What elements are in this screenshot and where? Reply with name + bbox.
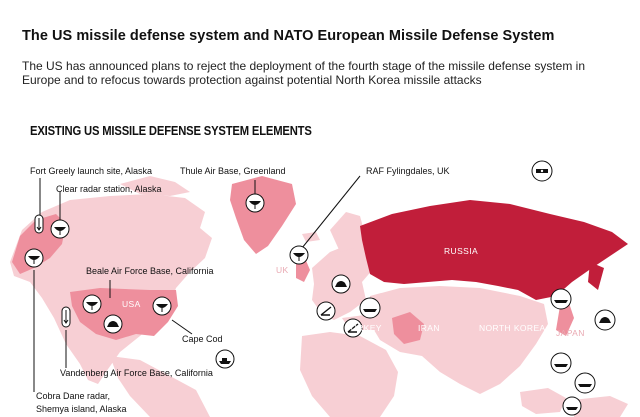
navy-ship-icon[interactable] xyxy=(359,297,381,319)
navy-ship-icon[interactable] xyxy=(215,349,235,369)
label-cobra-dane: Cobra Dane radar, xyxy=(36,391,111,401)
country-label-iran: IRAN xyxy=(418,323,440,333)
navy-ship-icon[interactable] xyxy=(574,372,596,394)
radar-dish-icon[interactable] xyxy=(152,296,172,316)
label-thule: Thule Air Base, Greenland xyxy=(180,166,286,176)
radar-dish-icon[interactable] xyxy=(50,219,70,239)
navy-ship-icon[interactable] xyxy=(550,288,572,310)
page-subtitle: The US has announced plans to reject the… xyxy=(22,59,585,87)
navy-ship-icon[interactable] xyxy=(562,396,582,416)
label-cobra-dane-location: Shemya island, Alaska xyxy=(36,404,127,414)
country-label-north-korea: NORTH KOREA xyxy=(479,323,546,333)
south-america-landmass xyxy=(110,356,210,417)
navy-ship-icon[interactable] xyxy=(550,352,572,374)
missile-launcher-icon[interactable] xyxy=(343,318,363,338)
radar-dish-icon[interactable] xyxy=(82,294,102,314)
country-label-turkey: TURKEY xyxy=(345,323,382,333)
arctic-islands-landmass xyxy=(120,176,190,196)
iran-landmass xyxy=(392,312,424,344)
radar-dish-icon[interactable] xyxy=(245,193,265,213)
missile-interceptor-icon[interactable] xyxy=(31,214,47,234)
label-cape-cod: Cape Cod xyxy=(182,334,223,344)
missile-launcher-icon[interactable] xyxy=(316,301,336,321)
country-label-usa: USA xyxy=(122,299,141,309)
missile-interceptor-icon[interactable] xyxy=(58,306,74,328)
southeast-asia-islands xyxy=(520,388,566,414)
scandinavia-landmass xyxy=(330,212,366,252)
country-label-japan: JAPAN xyxy=(556,328,585,338)
africa-landmass xyxy=(300,332,398,417)
page-title: The US missile defense system and NATO E… xyxy=(22,28,555,44)
label-fort-greely: Fort Greely launch site, Alaska xyxy=(30,166,153,176)
radar-dome-icon[interactable] xyxy=(331,274,351,294)
country-label-uk: UK xyxy=(276,265,289,275)
radar-dome-icon[interactable] xyxy=(594,309,616,331)
asia-landmass xyxy=(368,286,548,394)
callout-lines xyxy=(33,175,361,392)
section-heading: EXISTING US MISSILE DEFENSE SYSTEM ELEME… xyxy=(30,124,312,138)
label-beale: Beale Air Force Base, California xyxy=(86,266,214,276)
radar-dome-icon[interactable] xyxy=(103,314,123,334)
label-clear-radar: Clear radar station, Alaska xyxy=(56,184,162,194)
kamchatka-landmass xyxy=(588,262,604,290)
greenland-landmass xyxy=(230,176,296,254)
satellite-icon[interactable] xyxy=(531,160,553,182)
label-vandenberg: Vandenberg Air Force Base, California xyxy=(60,368,213,378)
label-fylingdales: RAF Fylingdales, UK xyxy=(366,166,450,176)
country-label-russia: RUSSIA xyxy=(444,246,479,256)
radar-dish-icon[interactable] xyxy=(289,245,309,265)
russia-landmass xyxy=(360,200,628,300)
radar-dish-icon[interactable] xyxy=(24,248,44,268)
australia-landmass xyxy=(572,396,628,417)
